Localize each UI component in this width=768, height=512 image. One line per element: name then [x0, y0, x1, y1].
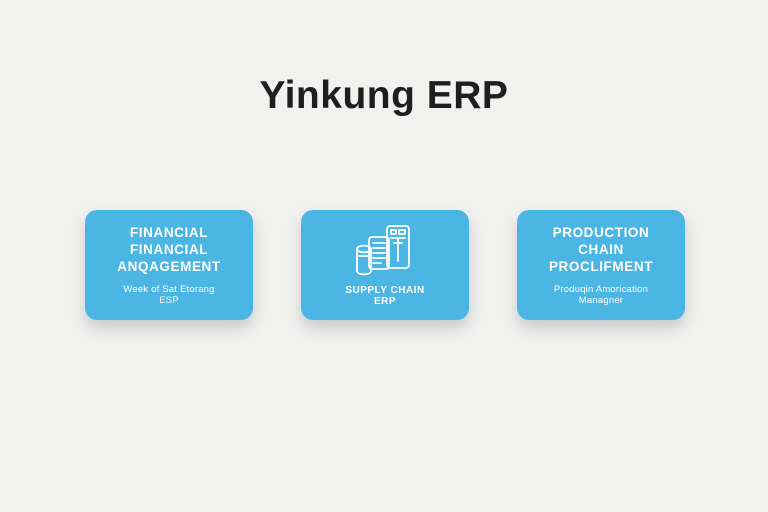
card-heading: FINANCIAL FINANCIAL ANQAGEMENT	[117, 224, 221, 275]
card-heading-line: CHAIN	[578, 242, 624, 257]
production-chain-procurement-card[interactable]: PRODUCTION CHAIN PROCLIFMENT Produqin Am…	[517, 210, 685, 320]
page-title: Yinkung ERP	[259, 74, 509, 117]
card-heading-line: FINANCIAL	[129, 225, 209, 240]
financial-management-card[interactable]: FINANCIAL FINANCIAL ANQAGEMENT Week of S…	[85, 210, 253, 320]
card-subtext-line: ESP	[159, 295, 179, 306]
supply-chain-erp-card[interactable]: SUPPLY CHAIN ERP	[301, 210, 469, 320]
card-heading-line: ANQAGEMENT	[117, 259, 221, 274]
card-subtext: Week of Sat Etorang ESP	[123, 284, 214, 306]
card-caption: SUPPLY CHAIN ERP	[345, 285, 424, 307]
card-subtext-line: Managner	[578, 295, 624, 306]
card-heading-line: PROCLIFMENT	[548, 259, 654, 274]
card-heading-line: PRODUCTION	[552, 225, 650, 240]
card-subtext-line: Week of Sat Etorang	[123, 284, 215, 295]
card-subtext: Produqin Amorication Managner	[554, 284, 648, 306]
card-heading: PRODUCTION CHAIN PROCLIFMENT	[549, 224, 653, 275]
cards-row: FINANCIAL FINANCIAL ANQAGEMENT Week of S…	[85, 210, 685, 320]
card-caption-line: ERP	[373, 296, 397, 307]
card-subtext-line: Produqin Amorication	[553, 284, 649, 295]
documents-stack-icon	[349, 223, 421, 281]
card-caption-line: SUPPLY CHAIN	[345, 285, 425, 296]
card-heading-line: FINANCIAL	[129, 242, 209, 257]
